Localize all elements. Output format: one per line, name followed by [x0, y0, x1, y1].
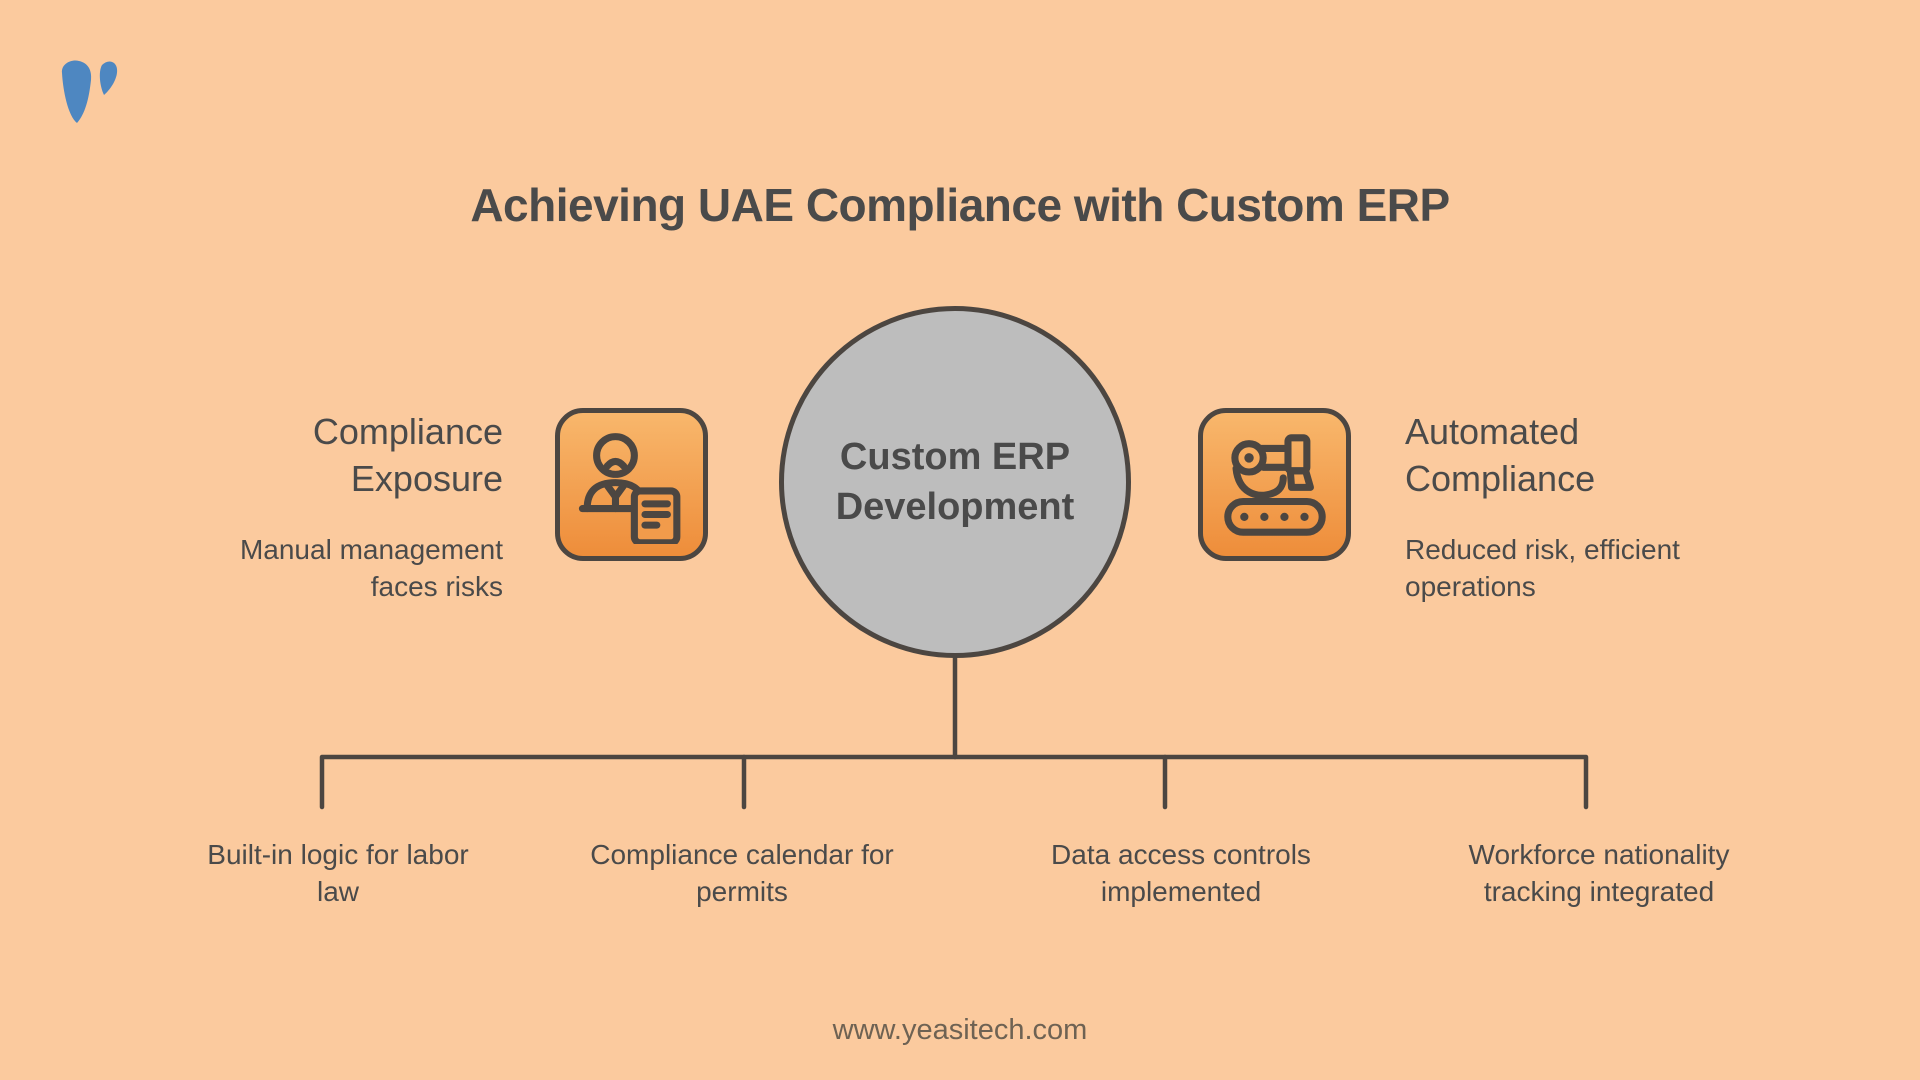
branch-rail — [319, 754, 1589, 810]
right-section-description: Reduced risk, efficient operations — [1405, 534, 1680, 602]
page-title: Achieving UAE Compliance with Custom ERP — [470, 179, 1450, 231]
branch-label-3: Data access controls implemented — [1051, 839, 1311, 907]
branch-label-4: Workforce nationality tracking integrate… — [1468, 839, 1730, 907]
robot-arm-icon — [1198, 408, 1351, 561]
left-section-description: Manual management faces risks — [239, 534, 503, 602]
person-document-icon — [555, 408, 708, 561]
yeasitech-v-logo-icon — [61, 60, 118, 123]
branch-label-1: Built-in logic for labor law — [207, 839, 469, 907]
central-node: Custom ERP Development — [779, 306, 1131, 658]
footer-website-url: www.yeasitech.com — [832, 1014, 1088, 1046]
right-section-heading: Automated Compliance — [1405, 411, 1596, 499]
left-section-heading: Compliance Exposure — [312, 411, 503, 499]
branch-label-2: Compliance calendar for permits — [590, 839, 894, 907]
central-node-label: Custom ERP Development — [835, 436, 1075, 528]
